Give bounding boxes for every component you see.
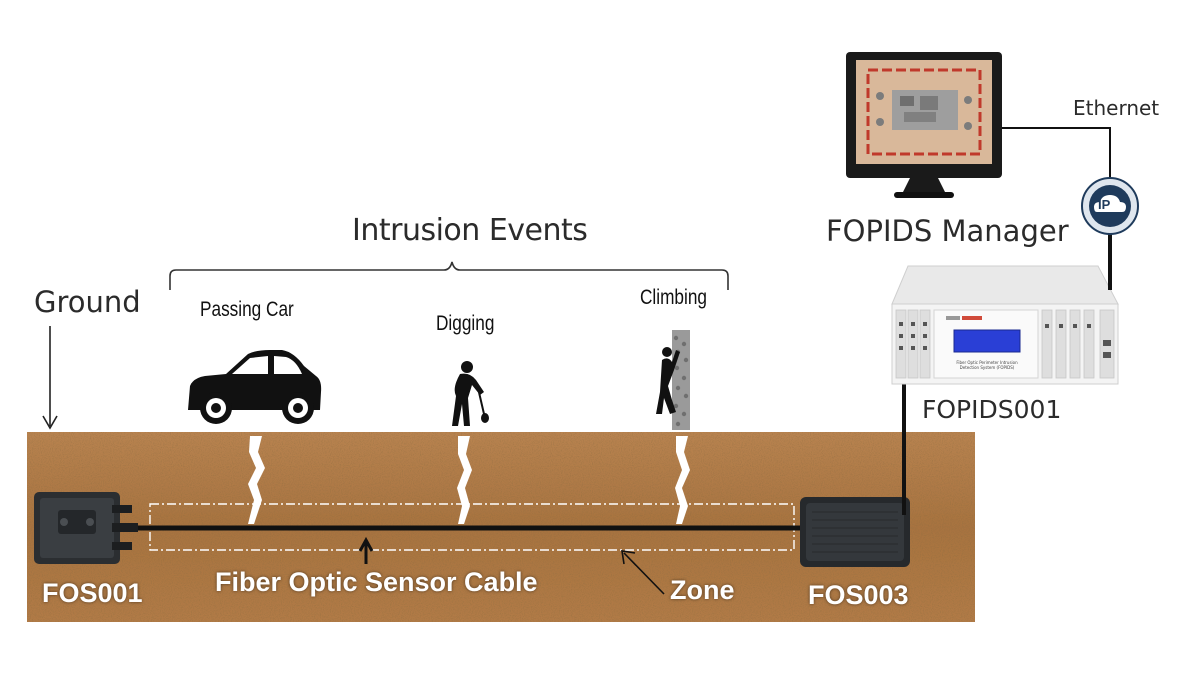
event-label-digging: Digging <box>436 312 495 335</box>
page-title: Intrusion Events <box>352 213 588 248</box>
cable-arrow <box>358 536 374 564</box>
ip-cloud-icon <box>1081 177 1139 235</box>
zone-arrow <box>621 550 665 595</box>
zone-label: Zone <box>670 575 735 605</box>
climber-icon <box>656 330 690 430</box>
car-icon <box>188 350 322 424</box>
sensor-enclosure-left <box>34 492 138 564</box>
digger-icon <box>452 361 489 426</box>
sensor-enclosure-right <box>800 497 910 567</box>
ground-label: Ground <box>34 285 141 319</box>
event-label-climbing: Climbing <box>640 286 707 309</box>
vibration-cracks <box>248 436 690 524</box>
sensor-right-label: FOS003 <box>808 580 909 610</box>
unit-panel-title: Fiber Optic Perimeter Intrusion Detectio… <box>956 360 1018 370</box>
ground-arrow <box>42 326 58 430</box>
monitor-icon <box>846 52 1002 198</box>
events-brace <box>169 261 729 290</box>
ethernet-label: Ethernet <box>1073 96 1160 120</box>
sensor-left-label: FOS001 <box>42 578 143 608</box>
ethernet-cable <box>1002 127 1111 180</box>
ip-badge-label: IP <box>1098 197 1111 212</box>
manager-label: FOPIDS Manager <box>826 214 1069 248</box>
unit-id-label: FOPIDS001 <box>922 395 1062 424</box>
cable-label: Fiber Optic Sensor Cable <box>215 567 538 597</box>
event-label-passing-car: Passing Car <box>200 298 294 321</box>
fopids-rack-unit <box>891 265 1119 385</box>
